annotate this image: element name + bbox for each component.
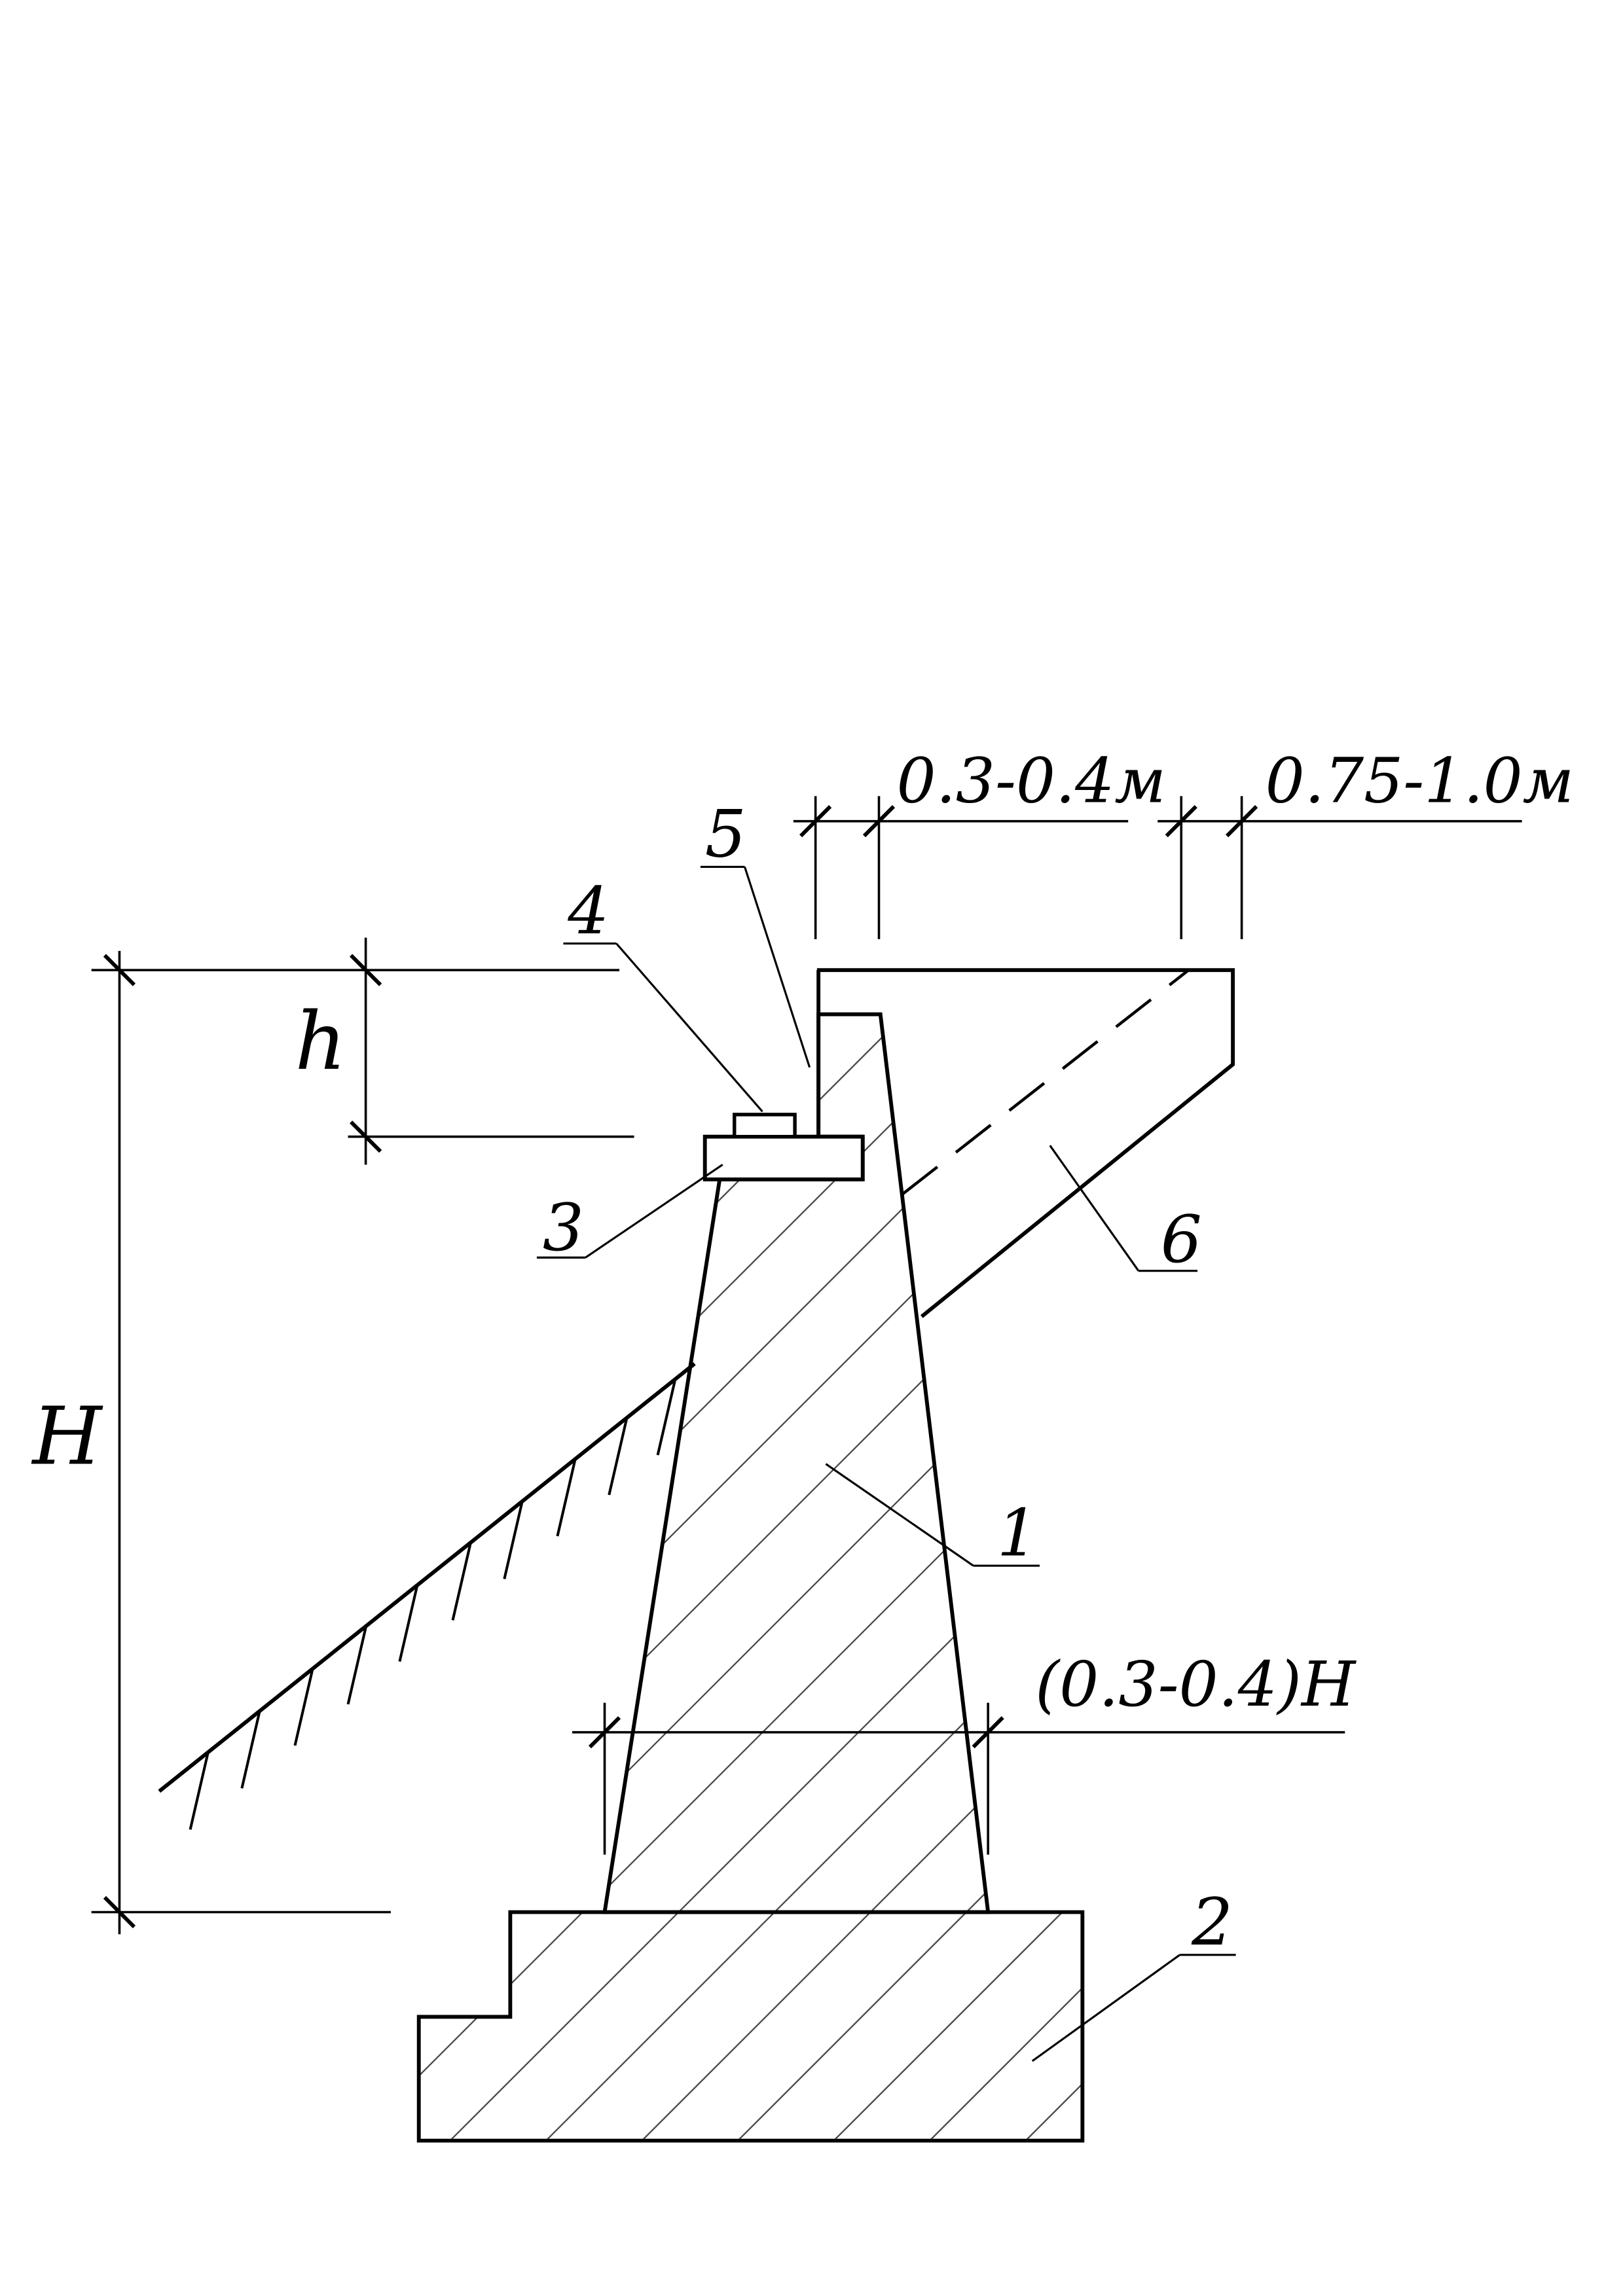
label-6: 6 bbox=[1161, 1202, 1202, 1278]
bearing bbox=[733, 1113, 797, 1139]
slab-dashed-line bbox=[902, 969, 1190, 1196]
label-H: H bbox=[31, 1390, 104, 1483]
dimension-h bbox=[348, 937, 634, 1165]
label-h: h bbox=[295, 995, 346, 1088]
label-4: 4 bbox=[567, 874, 609, 949]
label-5: 5 bbox=[705, 797, 746, 872]
slope-ticks bbox=[189, 1378, 677, 1830]
transition-slab bbox=[816, 968, 1235, 1318]
foundation bbox=[416, 1910, 1085, 2143]
label-dim-wall-gap: 0.3-0.4м bbox=[897, 745, 1166, 817]
label-2: 2 bbox=[1191, 1885, 1233, 1960]
label-3: 3 bbox=[543, 1191, 584, 1266]
dimension-base-width bbox=[572, 1702, 1345, 1855]
bearing-slab bbox=[702, 1134, 865, 1181]
slope-line bbox=[158, 1362, 696, 1793]
leader-lines bbox=[536, 865, 1236, 2062]
dimension-H bbox=[91, 950, 620, 1935]
dimension-top bbox=[793, 796, 1522, 939]
label-dim-slab: 0.75-1.0м bbox=[1266, 745, 1574, 817]
label-dim-base-width: (0.3-0.4)H bbox=[1035, 1649, 1357, 1721]
label-1: 1 bbox=[997, 1496, 1038, 1571]
